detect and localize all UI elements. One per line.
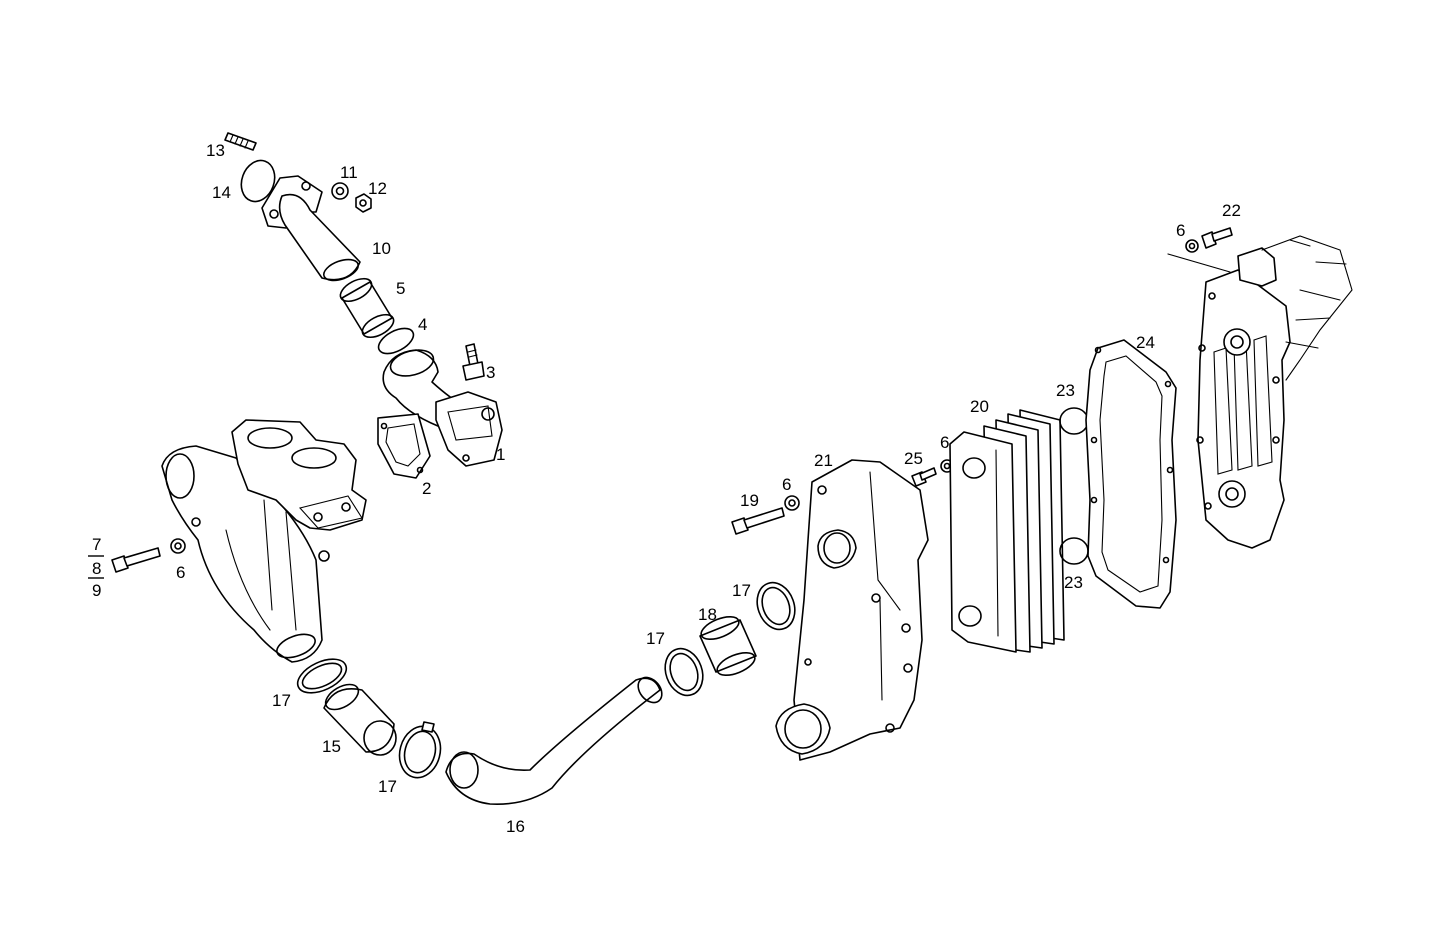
o-ring-23-top	[1059, 407, 1089, 435]
sleeve-5	[339, 277, 395, 339]
gasket-24	[1085, 339, 1177, 609]
bolt-22	[1201, 227, 1233, 249]
callout-7: 7	[92, 535, 101, 554]
callout-8: 8	[92, 559, 101, 578]
clamp-17-d	[756, 581, 796, 631]
callout-23-top: 23	[1056, 381, 1075, 400]
stud-13	[224, 132, 257, 151]
callout-18: 18	[698, 605, 717, 624]
callout-11: 11	[340, 163, 358, 182]
callout-14: 14	[212, 183, 231, 202]
callout-1: 1	[496, 445, 505, 464]
gasket-2	[377, 413, 431, 479]
clamp-17-b	[398, 721, 442, 779]
callout-19: 19	[740, 491, 759, 510]
elbow-pipe-10	[261, 175, 361, 282]
callout-17-b: 17	[378, 777, 397, 796]
callout-17-c: 17	[646, 629, 665, 648]
hose-15	[323, 683, 397, 756]
callout-17-a: 17	[272, 691, 291, 710]
callout-23-bottom: 23	[1064, 573, 1083, 592]
callout-16: 16	[506, 817, 525, 836]
screw-25	[911, 467, 937, 487]
callout-5: 5	[396, 279, 405, 298]
nut-11	[331, 182, 349, 200]
callout-21: 21	[814, 451, 833, 470]
callout-24: 24	[1136, 333, 1155, 352]
callout-6-c: 6	[940, 433, 949, 452]
callout-22: 22	[1222, 201, 1241, 220]
engine-block-section	[1167, 235, 1353, 549]
washer-6-b	[784, 495, 800, 511]
callout-6-b: 6	[782, 475, 791, 494]
callout-17-d: 17	[732, 581, 751, 600]
callout-6-left: 6	[176, 563, 185, 582]
o-ring-4	[377, 327, 415, 355]
callout-10: 10	[372, 239, 391, 258]
washer-6-d	[1185, 239, 1199, 253]
hose-18	[699, 615, 757, 677]
oil-cooler-cover-21	[775, 459, 929, 761]
callout-12: 12	[368, 179, 387, 198]
callout-25: 25	[904, 449, 923, 468]
o-ring-14	[240, 159, 276, 203]
clamp-17-a	[296, 658, 348, 694]
bolt-19	[731, 507, 785, 535]
o-ring-23-bottom	[1059, 537, 1089, 565]
callout-13: 13	[206, 141, 225, 160]
callout-4: 4	[418, 315, 427, 334]
pipe-16	[445, 676, 663, 805]
water-pump-housing	[161, 419, 367, 663]
heat-exchanger-20	[949, 409, 1065, 653]
sensor-3	[462, 343, 485, 381]
clamp-17-c	[664, 647, 704, 697]
callout-15: 15	[322, 737, 341, 756]
callout-3: 3	[486, 363, 495, 382]
nut-12	[355, 193, 372, 213]
callout-9: 9	[92, 581, 101, 600]
callout-2: 2	[422, 479, 431, 498]
washer-6-left	[170, 538, 186, 554]
callout-6-d: 6	[1176, 221, 1185, 240]
housing-1	[435, 391, 503, 467]
bolt-7-8-9	[111, 547, 161, 573]
callout-20: 20	[970, 397, 989, 416]
